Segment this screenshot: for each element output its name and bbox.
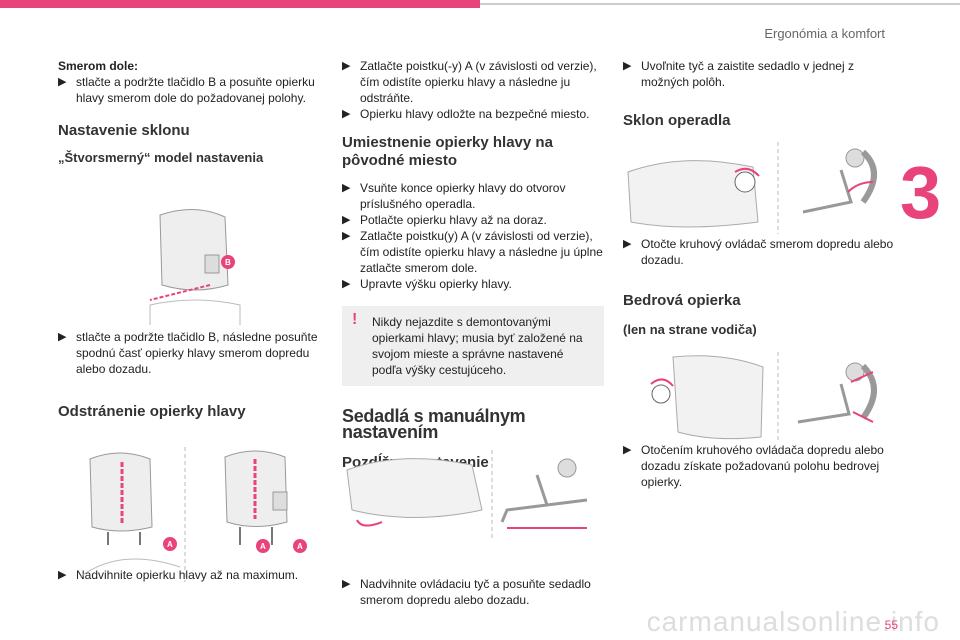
top-accent-bar: [0, 0, 960, 8]
replace-bullet-2: ▶Potlačte opierku hlavy až na doraz.: [342, 213, 547, 227]
remove-bullet-1: ▶Zatlačte poistku(-y) A (v závislosti od…: [342, 59, 597, 105]
replace-bullet-1: ▶Vsuňte konce opierky hlavy do otvorov p…: [342, 181, 566, 211]
warning-note: !Nikdy nejazdite s demontovanými opierka…: [342, 306, 604, 386]
fourway-bullet: ▶stlačte a podržte tlačidlo B, následne …: [58, 330, 318, 376]
page-number: 55: [884, 618, 898, 632]
column-2: ▶Zatlačte poistku(-y) A (v závislosti od…: [342, 58, 604, 608]
label-a-marker: [293, 539, 307, 553]
replace-bullet-3: ▶Zatlačte poistku(y) A (v závislosti od …: [342, 229, 603, 275]
tilt-heading: Nastavenie sklonu: [58, 122, 190, 139]
label-a: A: [167, 540, 173, 549]
lumbar-adjust-illustration: [650, 352, 877, 442]
lock-bullet: ▶Uvoľnite tyč a zaistite sedadlo v jedne…: [623, 59, 854, 89]
lumbar-subheading: (len na strane vodiča): [623, 322, 757, 337]
longitudinal-bullet: ▶Nadvihnite ovládaciu tyč a posuňte seda…: [342, 577, 591, 607]
dir-down-heading: Smerom dole:: [58, 59, 139, 73]
longitudinal-adjust-illustration: [346, 450, 588, 538]
warning-icon: !: [352, 311, 358, 328]
removal-heading: Odstránenie opierky hlavy: [58, 403, 246, 420]
label-a: A: [260, 542, 266, 551]
backrest-tilt-illustration: [627, 142, 877, 234]
removal-bullet: ▶Nadvihnite opierku hlavy až na maximum.: [58, 568, 299, 582]
lumbar-heading: Bedrová opierka: [623, 292, 741, 309]
remove-bullet-2: ▶Opierku hlavy odložte na bezpečné miest…: [342, 107, 590, 121]
backrest-heading: Sklon operadla: [623, 112, 731, 129]
fourway-heading: „Štvorsmerný“ model nastavenia: [58, 150, 264, 165]
replace-heading: Umiestnenie opierky hlavy na pôvodné mie…: [342, 134, 553, 169]
dir-down-bullet: ▶stlačte a podržte tlačidlo B a posuňte …: [58, 75, 315, 105]
column-1: Smerom dole: ▶stlačte a podržte tlačidlo…: [58, 58, 320, 583]
label-b-marker: [221, 255, 235, 269]
label-b: B: [225, 258, 231, 267]
headrest-tilt-illustration: B: [149, 208, 241, 325]
lumbar-bullet: ▶Otočením kruhového ovládača dopredu ale…: [623, 443, 884, 489]
chapter-number: 3: [900, 151, 942, 234]
label-a-marker: [256, 539, 270, 553]
label-a-marker: [163, 537, 177, 551]
section-title: Ergonómia a komfort: [764, 26, 885, 41]
manual-seats-heading: Sedadlá s manuálnym nastavením: [342, 406, 526, 442]
column-3: ▶Uvoľnite tyč a zaistite sedadlo v jedne…: [623, 58, 895, 490]
watermark: carmanualsonline.info: [646, 606, 940, 637]
headrest-removal-illustration: A A A: [80, 447, 307, 582]
replace-bullet-4: ▶Upravte výšku opierky hlavy.: [342, 277, 512, 291]
label-a: A: [297, 542, 303, 551]
backrest-bullet: ▶Otočte kruhový ovládač smerom dopredu a…: [623, 237, 894, 267]
chapter-tab: 3: [900, 150, 960, 240]
